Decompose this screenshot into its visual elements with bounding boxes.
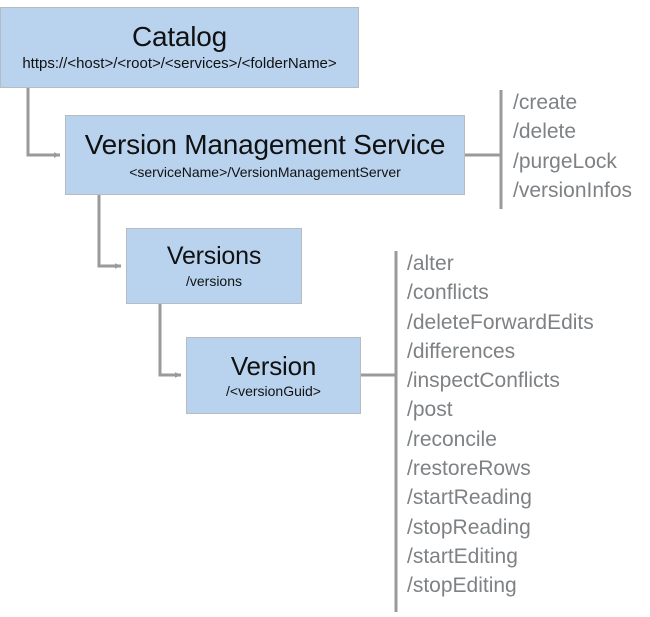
node-version-management-service[interactable]: Version Management Service <serviceName>… — [65, 115, 465, 195]
operation-item[interactable]: /stopReading — [407, 515, 531, 539]
operation-item[interactable]: /reconcile — [407, 427, 497, 451]
operation-item[interactable]: /restoreRows — [407, 457, 531, 481]
connector-versions-to-version — [158, 304, 182, 378]
operation-list-version: /alter/conflicts/deleteForwardEdits/diff… — [407, 249, 594, 601]
operation-item[interactable]: /purgeLock — [513, 149, 617, 173]
operation-item[interactable]: /post — [407, 398, 453, 422]
operation-item[interactable]: /delete — [513, 120, 577, 144]
operation-item[interactable]: /differences — [407, 339, 516, 363]
operation-item[interactable]: /startEditing — [407, 544, 518, 568]
operation-item[interactable]: /inspectConflicts — [407, 369, 560, 393]
node-version-subtitle: /<versionGuid> — [226, 382, 321, 399]
node-version-management-service-title: Version Management Service — [84, 129, 446, 161]
operation-item[interactable]: /stopEditing — [407, 574, 517, 598]
operation-item[interactable]: /deleteForwardEdits — [407, 310, 594, 334]
node-catalog-subtitle: https://<host>/<root>/<services>/<folder… — [22, 55, 337, 73]
operation-list-version-management-service: /create/delete/purgeLock/versionInfos — [513, 88, 632, 205]
operation-item[interactable]: /conflicts — [407, 281, 489, 305]
node-version-title: Version — [230, 350, 317, 381]
connector-vms-to-versions — [97, 195, 122, 269]
node-versions[interactable]: Versions /versions — [126, 228, 302, 304]
operation-item[interactable]: /create — [513, 91, 578, 114]
node-versions-title: Versions — [166, 241, 262, 270]
node-catalog-title: Catalog — [131, 21, 228, 53]
operation-item[interactable]: /versionInfos — [513, 178, 633, 202]
operation-item[interactable]: /startReading — [407, 486, 532, 510]
operation-item[interactable]: /alter — [407, 252, 454, 275]
node-versions-subtitle: /versions — [185, 272, 243, 289]
node-version[interactable]: Version /<versionGuid> — [186, 337, 361, 414]
node-version-management-service-subtitle: <serviceName>/VersionManagementServer — [129, 163, 401, 180]
node-catalog[interactable]: Catalog https://<host>/<root>/<services>… — [0, 7, 359, 88]
connector-catalog-to-vms — [26, 88, 61, 158]
